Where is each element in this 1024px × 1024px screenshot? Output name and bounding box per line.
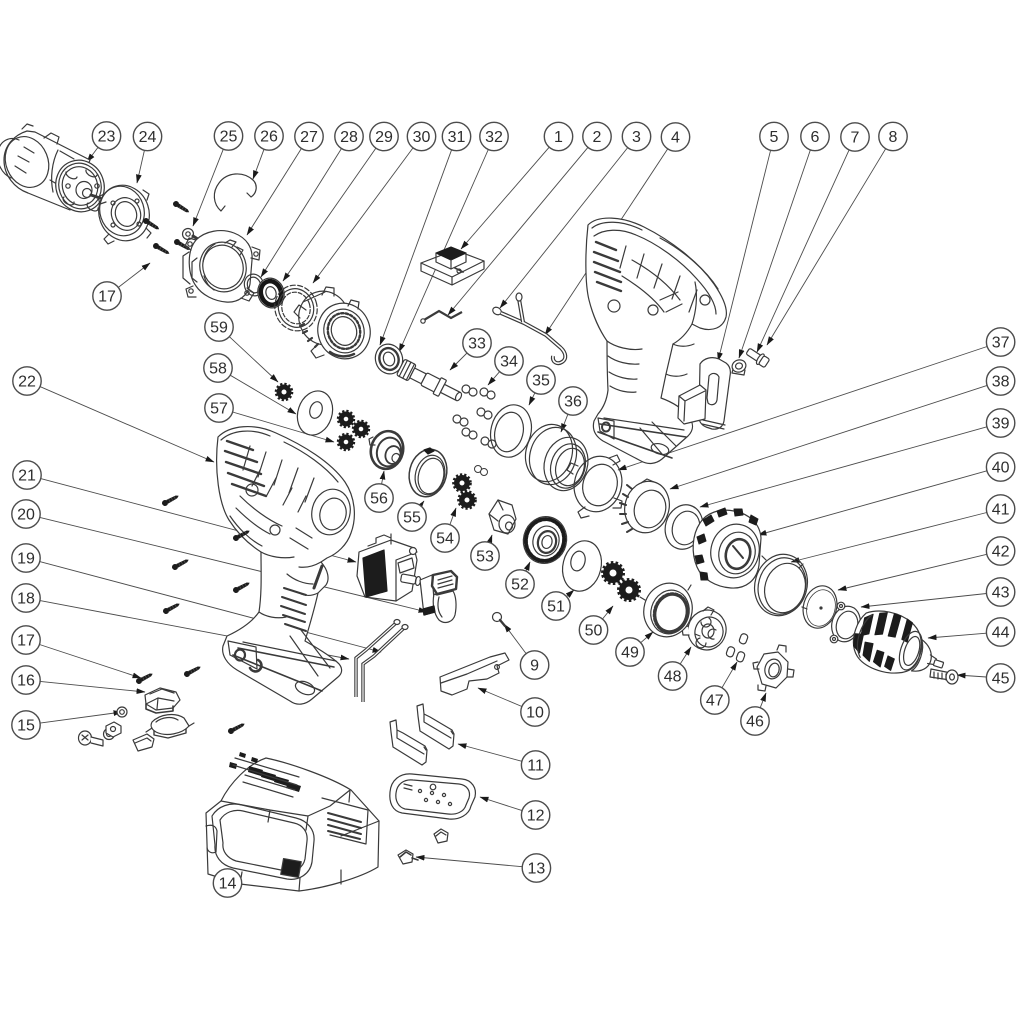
- svg-text:20: 20: [17, 507, 35, 524]
- svg-text:22: 22: [18, 374, 36, 391]
- svg-text:25: 25: [220, 129, 238, 146]
- svg-text:3: 3: [632, 129, 641, 146]
- svg-text:4: 4: [671, 130, 680, 147]
- svg-text:50: 50: [585, 623, 603, 640]
- svg-text:16: 16: [17, 673, 35, 690]
- svg-text:23: 23: [98, 129, 116, 146]
- svg-text:34: 34: [500, 354, 518, 371]
- svg-text:49: 49: [621, 645, 639, 662]
- svg-text:11: 11: [527, 758, 544, 775]
- svg-text:44: 44: [992, 625, 1010, 642]
- svg-text:46: 46: [746, 714, 764, 731]
- svg-text:17: 17: [98, 289, 116, 306]
- svg-text:15: 15: [17, 718, 35, 735]
- svg-text:1: 1: [554, 129, 563, 146]
- svg-text:18: 18: [17, 591, 35, 608]
- svg-text:9: 9: [530, 658, 539, 675]
- svg-text:14: 14: [219, 876, 237, 893]
- svg-text:6: 6: [811, 129, 820, 146]
- svg-text:8: 8: [889, 129, 898, 146]
- svg-text:42: 42: [992, 544, 1010, 561]
- svg-text:36: 36: [564, 394, 582, 411]
- svg-text:51: 51: [547, 599, 565, 616]
- svg-text:2: 2: [593, 129, 602, 146]
- svg-text:30: 30: [413, 129, 431, 146]
- svg-text:52: 52: [511, 577, 529, 594]
- svg-text:24: 24: [139, 129, 157, 146]
- svg-text:38: 38: [992, 374, 1010, 391]
- svg-text:48: 48: [664, 669, 682, 686]
- svg-text:29: 29: [375, 129, 393, 146]
- svg-text:33: 33: [468, 336, 486, 353]
- svg-text:58: 58: [209, 361, 227, 378]
- svg-text:27: 27: [300, 129, 318, 146]
- svg-text:45: 45: [992, 671, 1010, 688]
- svg-text:13: 13: [528, 861, 546, 878]
- svg-text:47: 47: [706, 693, 724, 710]
- svg-text:55: 55: [403, 510, 421, 527]
- svg-text:43: 43: [992, 585, 1010, 602]
- svg-text:37: 37: [992, 335, 1010, 352]
- svg-text:32: 32: [485, 129, 503, 146]
- svg-text:39: 39: [992, 416, 1010, 433]
- svg-text:10: 10: [526, 705, 544, 722]
- svg-text:12: 12: [527, 808, 545, 825]
- svg-text:5: 5: [770, 129, 779, 146]
- svg-text:56: 56: [370, 491, 388, 508]
- svg-text:35: 35: [532, 373, 550, 390]
- svg-text:53: 53: [476, 549, 494, 566]
- svg-text:7: 7: [851, 130, 860, 147]
- svg-text:26: 26: [260, 129, 278, 146]
- svg-text:57: 57: [210, 401, 228, 418]
- svg-text:54: 54: [436, 531, 454, 548]
- svg-text:21: 21: [18, 468, 36, 485]
- svg-text:17: 17: [17, 633, 35, 650]
- svg-text:28: 28: [340, 129, 358, 146]
- svg-text:31: 31: [448, 129, 466, 146]
- svg-text:40: 40: [992, 460, 1010, 477]
- svg-text:59: 59: [210, 320, 228, 337]
- svg-text:41: 41: [992, 502, 1010, 519]
- svg-text:19: 19: [17, 551, 35, 568]
